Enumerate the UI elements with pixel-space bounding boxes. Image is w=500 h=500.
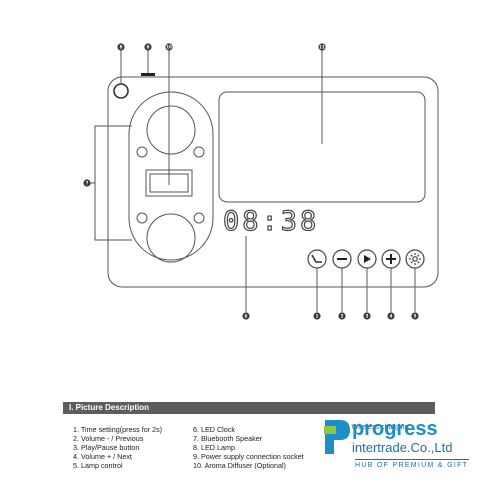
- callout-number-1: 1: [316, 313, 319, 318]
- section-title-bar: I. Picture Description: [63, 402, 435, 414]
- screw-hole: [193, 212, 205, 224]
- brand-logo: progress intertrade.Co.,Ltd HUB OF PREMI…: [322, 414, 472, 476]
- device-outline: [107, 76, 439, 288]
- speaker-bottom-circle: [146, 213, 196, 263]
- plus-icon: [386, 254, 396, 264]
- callout-marker-2: [338, 312, 346, 320]
- callout-number-8: 8: [120, 44, 123, 49]
- callout-number-10: 10: [166, 44, 172, 49]
- legend-item: 1. Time setting(press for 2s): [73, 425, 163, 434]
- time-setting-button[interactable]: [307, 249, 327, 269]
- screw-hole: [136, 146, 148, 158]
- callout-marker-8: [117, 43, 125, 51]
- callout-marker-9: [144, 43, 152, 51]
- callout-number-5: 5: [414, 313, 417, 318]
- legend-item: 4. Volume + / Next: [73, 451, 132, 461]
- speaker-bracket: [94, 125, 132, 241]
- callout-marker-7: [83, 179, 91, 187]
- control-buttons: [307, 249, 425, 269]
- legend-item: 5. Lamp control: [73, 460, 123, 470]
- brand-company-name: intertrade.Co.,Ltd: [352, 440, 453, 455]
- led-clock-display: 08:38: [223, 206, 319, 237]
- callout-number-2: 2: [341, 313, 344, 318]
- callout-markers: 1 2 3 4 5 6 7 8 9 10 11: [83, 43, 419, 320]
- callout-number-4: 4: [390, 313, 393, 318]
- brand-wordmark: progress: [352, 418, 438, 440]
- play-icon: [364, 255, 371, 263]
- speaker-capsule: [128, 91, 214, 261]
- legend-item: 8. LED Lamp: [193, 442, 235, 452]
- speaker-top-circle: [146, 105, 196, 155]
- brand-tagline: HUB OF PREMIUM & GIFT: [355, 459, 469, 469]
- leader-lines: [120, 50, 416, 312]
- legend-item: 9. Power supply connection socket: [193, 451, 304, 461]
- screw-hole: [136, 212, 148, 224]
- callout-marker-11: [318, 43, 326, 51]
- callout-number-6: 6: [245, 313, 248, 318]
- legend-item: 2. Volume - / Previous: [73, 433, 144, 443]
- clock-hands-icon: [311, 254, 322, 263]
- brand-mark-icon: [324, 420, 350, 454]
- callout-marker-3: [363, 312, 371, 320]
- callout-marker-4: [387, 312, 395, 320]
- power-socket: [113, 83, 129, 99]
- callout-number-7: 7: [86, 180, 89, 185]
- led-lamp-strip: [141, 73, 155, 76]
- legend-item: 10. Aroma Diffuser (Optional): [193, 460, 286, 470]
- callout-number-11: 11: [319, 44, 325, 49]
- callout-marker-6: [242, 312, 250, 320]
- callout-number-3: 3: [366, 313, 369, 318]
- legend-list-left: 1. Time setting(press for 2s)2. Volume -…: [73, 425, 191, 471]
- callout-marker-1: [313, 312, 321, 320]
- legend-item: 3. Play/Pause button: [73, 442, 140, 452]
- screw-hole: [193, 146, 205, 158]
- callout-marker-10: [165, 43, 173, 51]
- sun-icon: [409, 253, 421, 265]
- callout-marker-5: [411, 312, 419, 320]
- legend-item: 7. Bluebooth Speaker: [193, 433, 263, 443]
- lamp-control-button[interactable]: [405, 249, 425, 269]
- callout-number-9: 9: [147, 44, 150, 49]
- legend-overflow-text: 11. Wireless charging: [340, 422, 409, 431]
- legend-item: 6. LED Clock: [193, 425, 235, 434]
